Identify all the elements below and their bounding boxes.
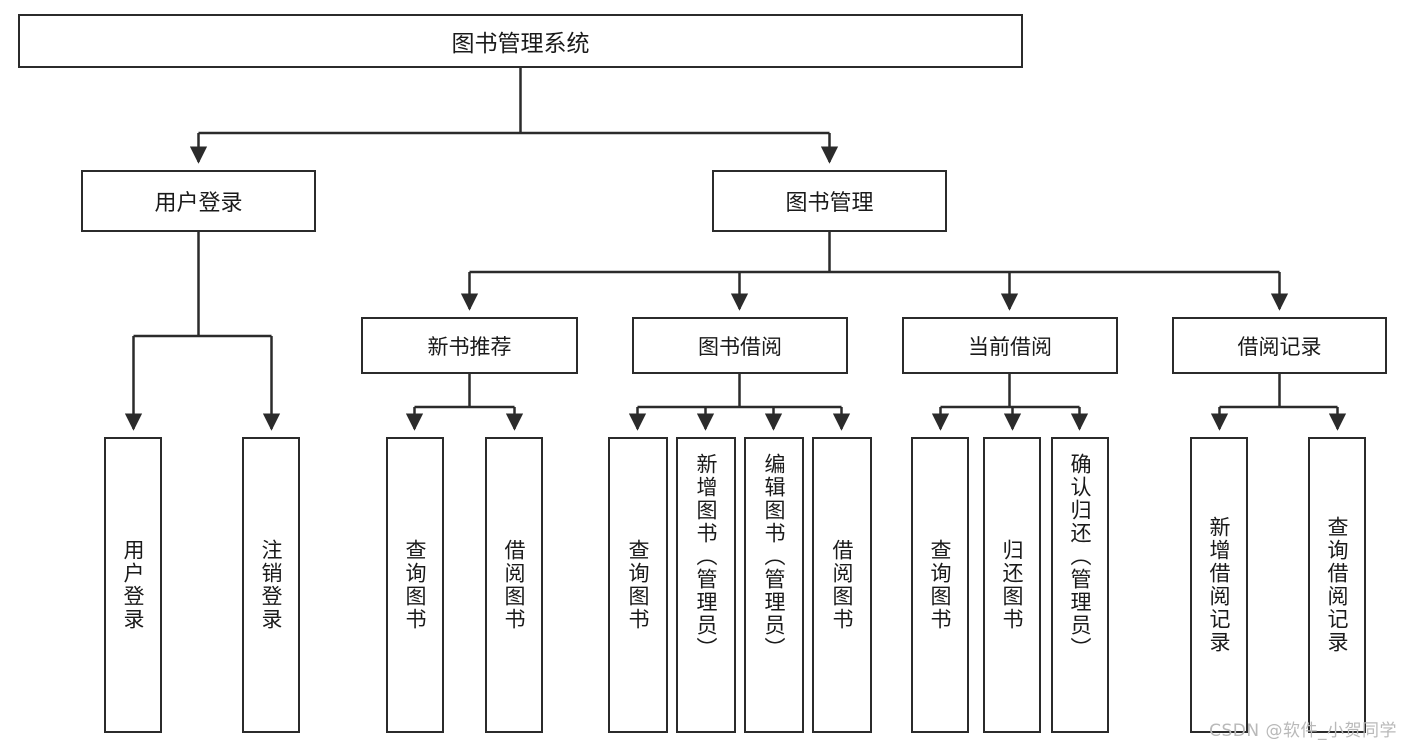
node-new-book-recommend-label: 新书推荐 <box>427 334 512 359</box>
leaf-add-book-admin-label: 新增图书（管理员） <box>694 453 719 660</box>
leaf-add-borrow-record[interactable]: 新增借阅记录 <box>1190 437 1248 733</box>
leaf-return-book-label: 归还图书 <box>1000 539 1025 631</box>
leaf-user-logout[interactable]: 注销登录 <box>242 437 300 733</box>
node-user-login[interactable]: 用户登录 <box>81 170 316 232</box>
node-book-management[interactable]: 图书管理 <box>712 170 947 232</box>
leaf-query-borrow-record[interactable]: 查询借阅记录 <box>1308 437 1366 733</box>
leaf-query-book-current[interactable]: 查询图书 <box>911 437 969 733</box>
csdn-watermark: CSDN @软件_小贺同学 <box>1209 721 1397 741</box>
node-current-borrow-label: 当前借阅 <box>968 334 1052 359</box>
leaf-confirm-return-admin[interactable]: 确认归还（管理员） <box>1051 437 1109 733</box>
leaf-query-book-label: 查询图书 <box>626 539 651 631</box>
leaf-query-book-recommend[interactable]: 查询图书 <box>386 437 444 733</box>
leaf-user-logout-label: 注销登录 <box>259 539 284 631</box>
leaf-confirm-return-admin-label: 确认归还（管理员） <box>1068 453 1093 660</box>
leaf-return-book[interactable]: 归还图书 <box>983 437 1041 733</box>
leaf-borrow-book-label: 借阅图书 <box>830 539 855 631</box>
leaf-add-borrow-record-label: 新增借阅记录 <box>1207 516 1232 654</box>
node-current-borrow[interactable]: 当前借阅 <box>902 317 1118 374</box>
node-book-borrow-label: 图书借阅 <box>698 334 782 359</box>
leaf-query-book-recommend-label: 查询图书 <box>403 539 428 631</box>
leaf-query-book[interactable]: 查询图书 <box>608 437 668 733</box>
leaf-user-login[interactable]: 用户登录 <box>104 437 162 733</box>
leaf-borrow-book[interactable]: 借阅图书 <box>812 437 872 733</box>
leaf-borrow-book-recommend-label: 借阅图书 <box>502 539 527 631</box>
node-root-label: 图书管理系统 <box>451 31 590 57</box>
leaf-add-book-admin[interactable]: 新增图书（管理员） <box>676 437 736 733</box>
node-book-management-label: 图书管理 <box>785 191 874 216</box>
leaf-edit-book-admin-label: 编辑图书（管理员） <box>762 453 787 660</box>
node-borrow-record[interactable]: 借阅记录 <box>1172 317 1387 374</box>
node-root[interactable]: 图书管理系统 <box>18 14 1023 68</box>
leaf-query-book-current-label: 查询图书 <box>928 539 953 631</box>
leaf-borrow-book-recommend[interactable]: 借阅图书 <box>485 437 543 733</box>
node-user-login-label: 用户登录 <box>154 191 243 216</box>
leaf-user-login-label: 用户登录 <box>121 539 146 631</box>
node-book-borrow[interactable]: 图书借阅 <box>632 317 848 374</box>
leaf-edit-book-admin[interactable]: 编辑图书（管理员） <box>744 437 804 733</box>
leaf-query-borrow-record-label: 查询借阅记录 <box>1325 516 1350 654</box>
node-borrow-record-label: 借阅记录 <box>1237 334 1322 359</box>
node-new-book-recommend[interactable]: 新书推荐 <box>361 317 578 374</box>
